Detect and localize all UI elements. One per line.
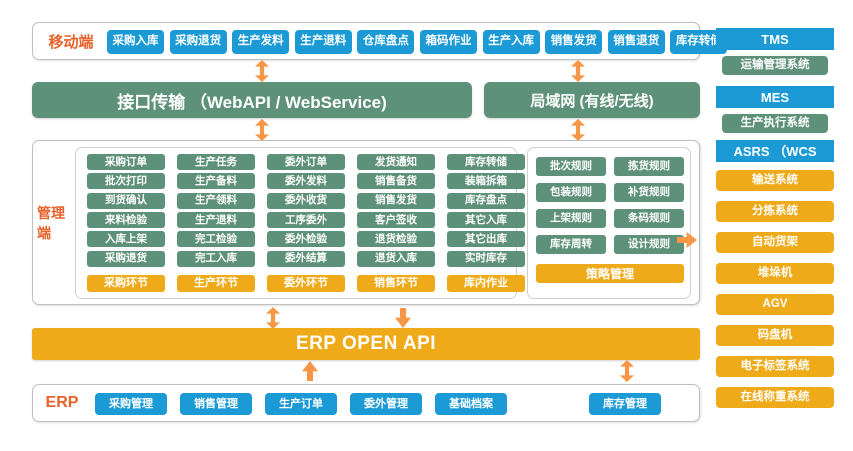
mobile-terminal-label: 移动端 (48, 33, 94, 51)
erp-inventory-button[interactable]: 库存管理 (589, 393, 661, 415)
wcs-item-1[interactable]: 分拣系统 (716, 201, 834, 222)
ops-cell-2-2[interactable]: 委外收货 (267, 192, 345, 209)
ops-cell-1-2[interactable]: 生产领料 (177, 192, 255, 209)
wcs-item-0[interactable]: 输送系统 (716, 170, 834, 191)
ops-cell-4-2[interactable]: 库存盘点 (447, 192, 525, 209)
ops-footer-3[interactable]: 销售环节 (357, 274, 435, 292)
wcs-item-5[interactable]: 码盘机 (716, 325, 834, 346)
ops-cell-0-3[interactable]: 来料检验 (87, 211, 165, 228)
rule-cell-2[interactable]: 包装规则 (536, 183, 606, 202)
ops-cell-1-5[interactable]: 完工入库 (177, 250, 255, 267)
mobile-button-6[interactable]: 生产入库 (482, 30, 540, 54)
wcs-item-3[interactable]: 堆垛机 (716, 263, 834, 284)
wcs-item-4[interactable]: AGV (716, 294, 834, 315)
system-head-1[interactable]: MES (716, 86, 834, 108)
erp-button-0[interactable]: 采购管理 (95, 393, 167, 415)
ops-cell-2-0[interactable]: 委外订单 (267, 154, 345, 170)
rule-cell-4[interactable]: 上架规则 (536, 209, 606, 228)
system-sub-1: 生产执行系统 (722, 114, 828, 133)
rule-cell-6[interactable]: 库存周转 (536, 235, 606, 254)
erp-button-3[interactable]: 委外管理 (350, 393, 422, 415)
ops-cell-2-1[interactable]: 委外发料 (267, 173, 345, 190)
arrow-management-to-wcs (677, 232, 697, 248)
ops-cell-2-5[interactable]: 委外结算 (267, 250, 345, 267)
arrow-mobile-to-lan (571, 60, 585, 82)
ops-cell-0-4[interactable]: 入库上架 (87, 231, 165, 248)
wcs-item-6[interactable]: 电子标签系统 (716, 356, 834, 377)
ops-cell-1-4[interactable]: 完工检验 (177, 231, 255, 248)
lan-bar: 局域网 (有线/无线) (484, 82, 700, 118)
ops-cell-1-3[interactable]: 生产退料 (177, 211, 255, 228)
wcs-item-7[interactable]: 在线称重系统 (716, 387, 834, 408)
arrow-mobile-to-interface (255, 60, 269, 82)
ops-cell-3-4[interactable]: 退货检验 (357, 231, 435, 248)
ops-cell-0-5[interactable]: 采购退货 (87, 250, 165, 267)
mobile-button-4[interactable]: 仓库盘点 (357, 30, 415, 54)
mobile-button-2[interactable]: 生产发料 (232, 30, 290, 54)
arrow-management-to-erpapi (266, 307, 280, 329)
rules-footer[interactable]: 策略管理 (536, 264, 684, 283)
rule-cell-0[interactable]: 批次规则 (536, 157, 606, 176)
ops-cell-4-3[interactable]: 其它入库 (447, 211, 525, 228)
ops-footer-4[interactable]: 库内作业 (447, 274, 525, 292)
mobile-button-7[interactable]: 销售发货 (545, 30, 603, 54)
mobile-button-0[interactable]: 采购入库 (107, 30, 164, 54)
erp-open-api-bar: ERP OPEN API (32, 328, 700, 360)
ops-footer-0[interactable]: 采购环节 (87, 274, 165, 292)
operations-grid-panel: 采购订单批次打印到货确认来料检验入库上架采购退货采购环节 生产任务生产备料生产领料… (75, 147, 525, 299)
mobile-terminal-panel: 移动端 采购入库采购退货生产发料生产退料仓库盘点箱码作业生产入库销售发货销售退货… (32, 22, 728, 60)
ops-cell-3-1[interactable]: 销售备货 (357, 173, 435, 190)
ops-cell-3-0[interactable]: 发货通知 (357, 154, 435, 170)
arrow-erpapi-to-inventory (620, 360, 634, 382)
mobile-button-1[interactable]: 采购退货 (169, 30, 227, 54)
rule-cell-1[interactable]: 拣货规则 (614, 157, 684, 176)
rule-cell-3[interactable]: 补货规则 (614, 183, 684, 202)
wcs-head[interactable]: ASRS （WCS (716, 140, 834, 162)
mobile-button-8[interactable]: 销售退货 (607, 30, 665, 54)
rules-grid-panel: 批次规则拣货规则包装规则补货规则上架规则条码规则库存周转设计规则策略管理 (527, 147, 691, 299)
erp-label: ERP (45, 394, 79, 411)
arrow-erpapi-to-erp (302, 361, 318, 381)
arrow-interface-to-management (255, 119, 269, 141)
system-head-0[interactable]: TMS (716, 28, 834, 50)
ops-cell-0-0[interactable]: 采购订单 (87, 154, 165, 170)
rule-cell-7[interactable]: 设计规则 (614, 235, 684, 254)
system-sub-0: 运输管理系统 (722, 56, 828, 75)
mobile-button-3[interactable]: 生产退料 (294, 30, 352, 54)
interface-transport-bar: 接口传输 （WebAPI / WebService) (32, 82, 472, 118)
management-panel: 管理端 采购订单批次打印到货确认来料检验入库上架采购退货采购环节 生产任务生产备料… (32, 140, 700, 305)
erp-button-1[interactable]: 销售管理 (180, 393, 252, 415)
arrow-lan-to-management (571, 119, 585, 141)
ops-cell-2-3[interactable]: 工序委外 (267, 211, 345, 228)
ops-footer-1[interactable]: 生产环节 (177, 274, 255, 292)
ops-cell-1-1[interactable]: 生产备料 (177, 173, 255, 190)
ops-cell-3-5[interactable]: 退货入库 (357, 250, 435, 267)
ops-cell-3-3[interactable]: 客户签收 (357, 211, 435, 228)
ops-cell-0-2[interactable]: 到货确认 (87, 192, 165, 209)
ops-cell-4-4[interactable]: 其它出库 (447, 231, 525, 248)
erp-button-2[interactable]: 生产订单 (265, 393, 337, 415)
arrow-management-down-erpapi (395, 308, 411, 328)
ops-cell-3-2[interactable]: 销售发货 (357, 192, 435, 209)
ops-cell-0-1[interactable]: 批次打印 (87, 173, 165, 190)
ops-cell-2-4[interactable]: 委外检验 (267, 231, 345, 248)
ops-cell-4-5[interactable]: 实时库存 (447, 250, 525, 267)
ops-footer-2[interactable]: 委外环节 (267, 274, 345, 292)
management-terminal-label: 管理端 (37, 204, 65, 241)
erp-panel: ERP 采购管理销售管理生产订单委外管理基础档案 库存管理 (32, 384, 700, 422)
mobile-button-5[interactable]: 箱码作业 (420, 30, 477, 54)
rule-cell-5[interactable]: 条码规则 (614, 209, 684, 228)
erp-button-4[interactable]: 基础档案 (435, 393, 507, 415)
ops-cell-4-0[interactable]: 库存转储 (447, 154, 525, 170)
ops-cell-4-1[interactable]: 装箱拆箱 (447, 173, 525, 190)
wcs-item-2[interactable]: 自动货架 (716, 232, 834, 253)
ops-cell-1-0[interactable]: 生产任务 (177, 154, 255, 170)
